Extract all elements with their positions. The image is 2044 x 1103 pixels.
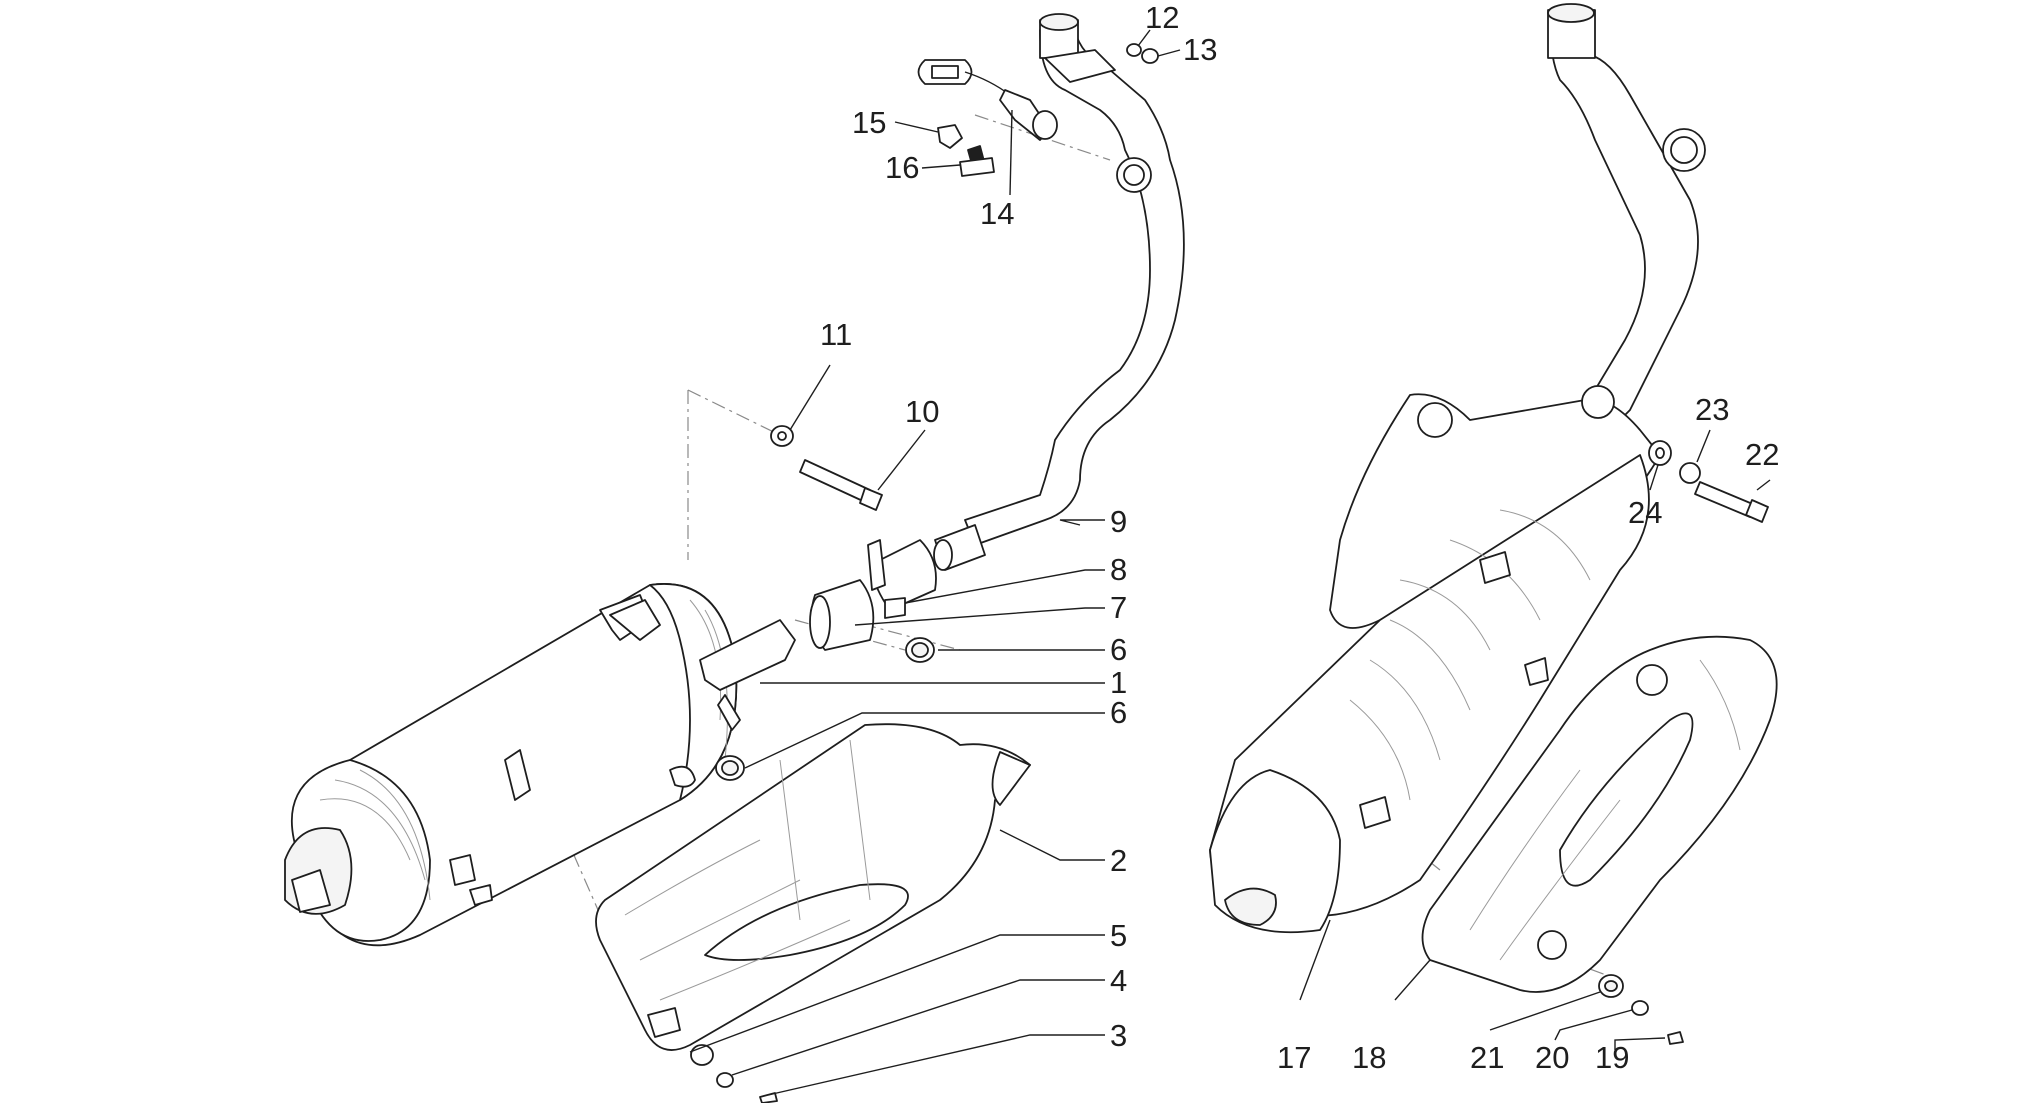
part-9-header-pipe xyxy=(933,13,1185,571)
callout-7: 7 xyxy=(1110,590,1127,625)
part-2-heat-shield xyxy=(595,723,1031,1051)
callout-19: 19 xyxy=(1595,1040,1629,1075)
callout-18: 18 xyxy=(1352,1040,1386,1075)
part-1-muffler xyxy=(284,583,796,947)
part-16-bracket xyxy=(959,145,995,177)
callout-10: 10 xyxy=(905,394,939,429)
callout-11: 11 xyxy=(820,317,852,352)
callout-17: 17 xyxy=(1277,1040,1311,1075)
part-20-washer xyxy=(1631,1000,1649,1016)
part-15-clip xyxy=(937,124,963,149)
callout-16: 16 xyxy=(885,150,919,185)
callout-3: 3 xyxy=(1110,1018,1127,1053)
part-6-bushing-upper xyxy=(905,637,935,663)
callout-1: 1 xyxy=(1110,665,1127,700)
part-22-bolt xyxy=(1694,481,1769,523)
callout-23: 23 xyxy=(1695,392,1729,427)
callout-4: 4 xyxy=(1110,963,1127,998)
part-6-bushing-lower xyxy=(715,755,745,781)
callout-22: 22 xyxy=(1745,437,1779,472)
callout-13: 13 xyxy=(1183,32,1217,67)
part-23-washer xyxy=(1679,462,1701,484)
callout-12: 12 xyxy=(1145,0,1179,35)
part-4-washer xyxy=(716,1072,734,1088)
part-18-heat-shield xyxy=(1421,635,1778,993)
callout-6-lower: 6 xyxy=(1110,695,1127,730)
callout-2: 2 xyxy=(1110,843,1127,878)
part-14-lambda-sensor xyxy=(917,59,1058,141)
callout-24: 24 xyxy=(1628,495,1662,530)
callout-9: 9 xyxy=(1110,504,1127,539)
part-24-washer xyxy=(1648,440,1672,466)
part-10-bolt xyxy=(799,459,883,511)
callout-20: 20 xyxy=(1535,1040,1569,1075)
part-13-nut xyxy=(1141,48,1159,64)
callout-21: 21 xyxy=(1470,1040,1504,1075)
part-8-clamp xyxy=(867,539,937,619)
callout-5: 5 xyxy=(1110,918,1127,953)
callout-8: 8 xyxy=(1110,552,1127,587)
part-19-screw xyxy=(1667,1031,1684,1045)
part-17-muffler-assembly xyxy=(1209,3,1706,934)
callout-labels: 1 2 3 4 5 6 6 7 8 9 10 11 12 13 14 15 16… xyxy=(820,0,1779,1075)
callout-15: 15 xyxy=(852,105,886,140)
callout-6-upper: 6 xyxy=(1110,632,1127,667)
part-12-washer xyxy=(1126,43,1142,57)
part-11-washer xyxy=(770,425,794,447)
callout-14: 14 xyxy=(980,196,1014,231)
part-21-bushing xyxy=(1598,974,1624,998)
leader-lines xyxy=(689,29,1771,1096)
part-7-gasket xyxy=(809,579,875,651)
